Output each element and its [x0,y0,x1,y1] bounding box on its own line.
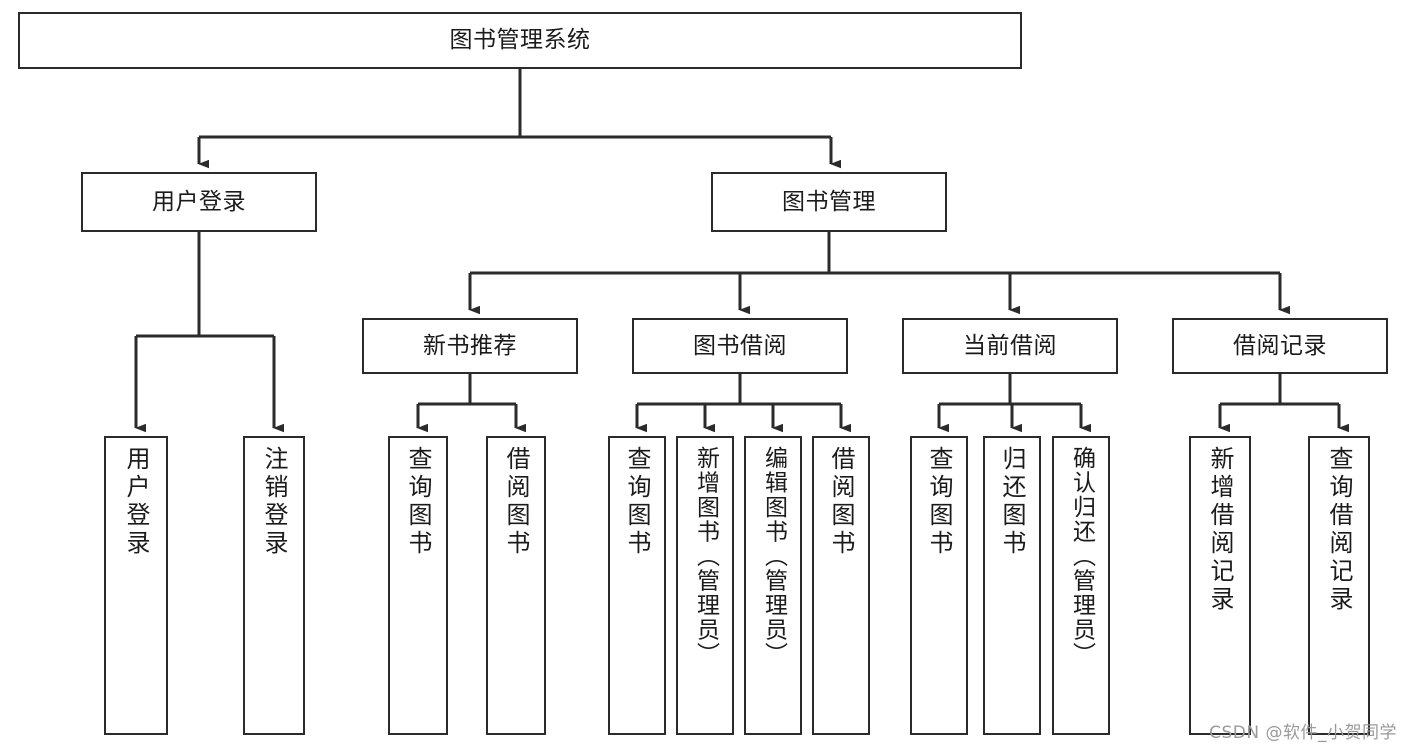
node-new-book-recommend[interactable]: 新书推荐 [362,318,578,374]
node-leaf-borrow-book-2-label: 借阅图书 [827,446,855,558]
node-leaf-logout[interactable]: 注销登录 [243,436,305,735]
node-root[interactable]: 图书管理系统 [18,12,1022,69]
node-leaf-add-record-label: 新增借阅记录 [1206,446,1234,614]
node-new-book-recommend-label: 新书推荐 [423,332,517,359]
node-book-borrow[interactable]: 图书借阅 [632,318,848,374]
node-book-manage-label: 图书管理 [782,188,876,215]
node-current-borrow[interactable]: 当前借阅 [902,318,1118,374]
node-leaf-user-login-label: 用户登录 [122,446,150,558]
node-leaf-user-login[interactable]: 用户登录 [104,436,168,735]
node-leaf-edit-book-label: 编辑图书（管理员） [760,446,787,667]
node-leaf-return-book-label: 归还图书 [998,446,1026,558]
node-leaf-query-book-2[interactable]: 查询图书 [608,436,666,735]
node-current-borrow-label: 当前借阅 [963,332,1057,359]
node-leaf-query-record-label: 查询借阅记录 [1325,446,1353,614]
node-leaf-confirm-return-label: 确认归还（管理员） [1068,446,1095,667]
node-borrow-record[interactable]: 借阅记录 [1172,318,1388,374]
node-leaf-query-book-2-label: 查询图书 [623,446,651,558]
node-leaf-add-record[interactable]: 新增借阅记录 [1189,436,1251,735]
node-leaf-query-book-1[interactable]: 查询图书 [388,436,448,735]
node-leaf-confirm-return[interactable]: 确认归还（管理员） [1052,436,1110,735]
node-borrow-record-label: 借阅记录 [1233,332,1327,359]
node-book-manage[interactable]: 图书管理 [711,172,947,232]
node-leaf-query-book-1-label: 查询图书 [404,446,432,558]
node-leaf-add-book-label: 新增图书（管理员） [692,446,719,667]
node-user-login-label: 用户登录 [152,188,246,215]
node-book-borrow-label: 图书借阅 [693,332,787,359]
node-leaf-query-record[interactable]: 查询借阅记录 [1308,436,1370,735]
node-leaf-add-book[interactable]: 新增图书（管理员） [676,436,734,735]
node-leaf-return-book[interactable]: 归还图书 [983,436,1041,735]
node-leaf-borrow-book-1-label: 借阅图书 [502,446,530,558]
node-root-label: 图书管理系统 [449,27,591,54]
node-leaf-borrow-book-1[interactable]: 借阅图书 [486,436,546,735]
node-user-login[interactable]: 用户登录 [81,172,317,232]
node-leaf-logout-label: 注销登录 [260,446,288,558]
node-leaf-edit-book[interactable]: 编辑图书（管理员） [744,436,802,735]
node-leaf-query-book-3-label: 查询图书 [925,446,953,558]
node-leaf-query-book-3[interactable]: 查询图书 [910,436,968,735]
watermark-text: CSDN @软件_小贺同学 [1209,723,1397,743]
node-leaf-borrow-book-2[interactable]: 借阅图书 [812,436,870,735]
